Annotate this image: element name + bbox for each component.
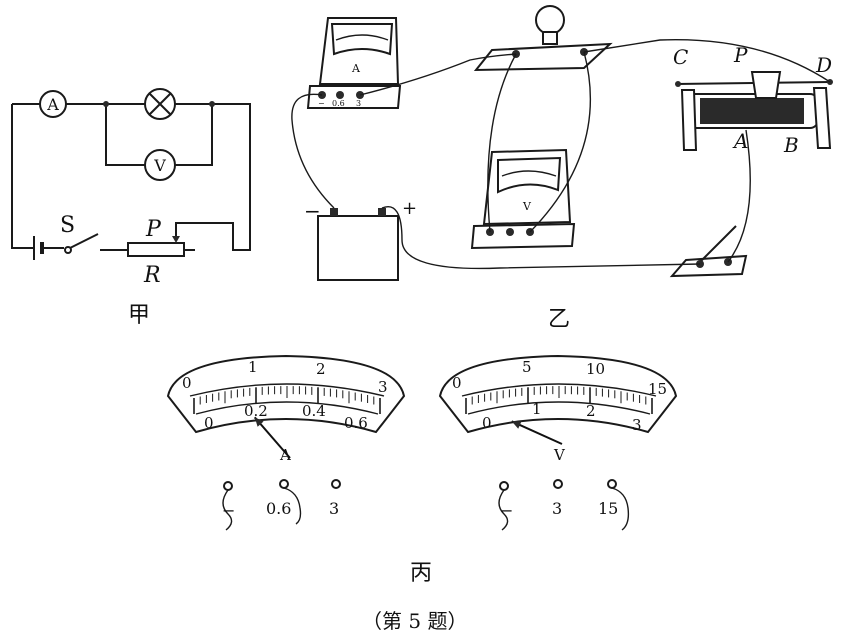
switch-device [669,225,748,278]
switch-label: S [60,213,75,238]
ammeter-top-tick-1: 1 [248,358,258,376]
terminal-label-d: D [815,53,832,77]
physical-circuit: A − 0.6 3 − + V [291,5,833,332]
ammeter-device-term-neg: − [318,99,325,108]
wire-left [11,104,34,249]
voltmeter-bottom-tick-2: 2 [586,402,596,420]
switch-symbol [64,233,128,254]
ammeter-top-tick-3: 3 [378,378,388,396]
ammeter-pointer-head [254,417,264,427]
voltmeter-top-tick-1: 5 [522,358,532,376]
battery-device [317,208,399,281]
rheostat-label-r: R [143,263,161,288]
lamp-symbol [144,88,176,120]
ammeter-device-term-3: 3 [356,99,361,108]
voltmeter-top-tick-3: 15 [648,380,667,398]
ammeter-bottom-tick-3: 0.6 [344,414,368,432]
terminal-label-b: B [783,133,799,157]
voltmeter-device-letter: V [522,200,532,213]
junction-right [209,101,215,107]
wire-lamp-rheostat [583,38,831,83]
voltmeter-device: V [470,148,576,250]
rheostat-symbol [127,228,195,257]
ammeter-bottom-tick-0: 0 [204,414,214,432]
voltmeter-pointer-head [511,421,522,429]
ammeter-term-06: 0.6 [266,499,291,518]
voltmeter-top-tick-2: 10 [586,360,605,378]
wire-battery-switch [381,206,701,270]
ammeter-bottom-tick-2: 0.4 [302,402,326,420]
ammeter-dial-letter: A [279,446,291,464]
battery-pos-label: + [402,198,417,219]
caption-bing: 丙 [410,561,432,586]
wire-ammeter-lamp [359,53,517,96]
ammeter-device-term-06: 0.6 [332,99,345,108]
voltmeter-dial: 0 5 10 15 0 1 2 3 V − 3 15 [438,354,678,531]
lamp-device [473,5,613,72]
rheostat-device [675,71,833,151]
junction-left [103,101,109,107]
ammeter-scale-ticks [193,386,381,414]
voltmeter-terminals [498,479,630,531]
terminal-label-c: C [673,45,688,69]
slider-label-p: P [145,217,162,242]
ammeter-dial: 0 1 2 3 0 0.2 0.4 0.6 A − 0.6 3 [166,354,406,531]
battery-neg-label: − [304,199,321,223]
voltmeter-top-tick-0: 0 [452,374,462,392]
caption-yi: 乙 [548,307,570,332]
voltmeter-bottom-tick-0: 0 [482,414,492,432]
ammeter-term-neg: − [222,501,235,520]
problem-number-label: （第 5 题） [362,609,467,633]
wire-v-right [175,104,213,166]
schematic-diagram: A V S P R 甲 [11,88,251,328]
ammeter-term-3: 3 [329,499,339,518]
ammeter-symbol [39,90,67,118]
voltmeter-term-15: 15 [598,499,618,518]
wire-lamp-voltmeter-2 [529,51,592,233]
wire-v-left [105,104,145,166]
ammeter-device-letter: A [351,62,361,75]
terminal-label-a: A [732,129,748,153]
ammeter-symbol-letter: A [46,95,59,114]
battery-symbol [33,236,64,260]
voltmeter-dial-letter: V [553,446,566,464]
voltmeter-pointer [511,420,563,445]
ammeter-top-tick-0: 0 [182,374,192,392]
ammeter-terminals [222,479,341,531]
wire-switch-rheostat [727,129,751,263]
voltmeter-term-3: 3 [552,499,562,518]
wire-right [175,103,251,251]
caption-jia: 甲 [128,303,150,328]
terminal-label-p: P [733,43,748,67]
voltmeter-bottom-tick-1: 1 [532,400,542,418]
wire-ammeter-battery [291,93,335,209]
ammeter-top-tick-2: 2 [316,360,326,378]
voltmeter-bottom-tick-3: 3 [632,416,642,434]
wire-lamp-voltmeter [487,53,517,233]
voltmeter-symbol-letter: V [153,156,166,175]
ammeter-bottom-tick-1: 0.2 [244,402,268,420]
voltmeter-term-neg: − [500,501,513,520]
voltmeter-symbol [144,149,176,181]
voltmeter-scale-ticks [465,386,653,414]
